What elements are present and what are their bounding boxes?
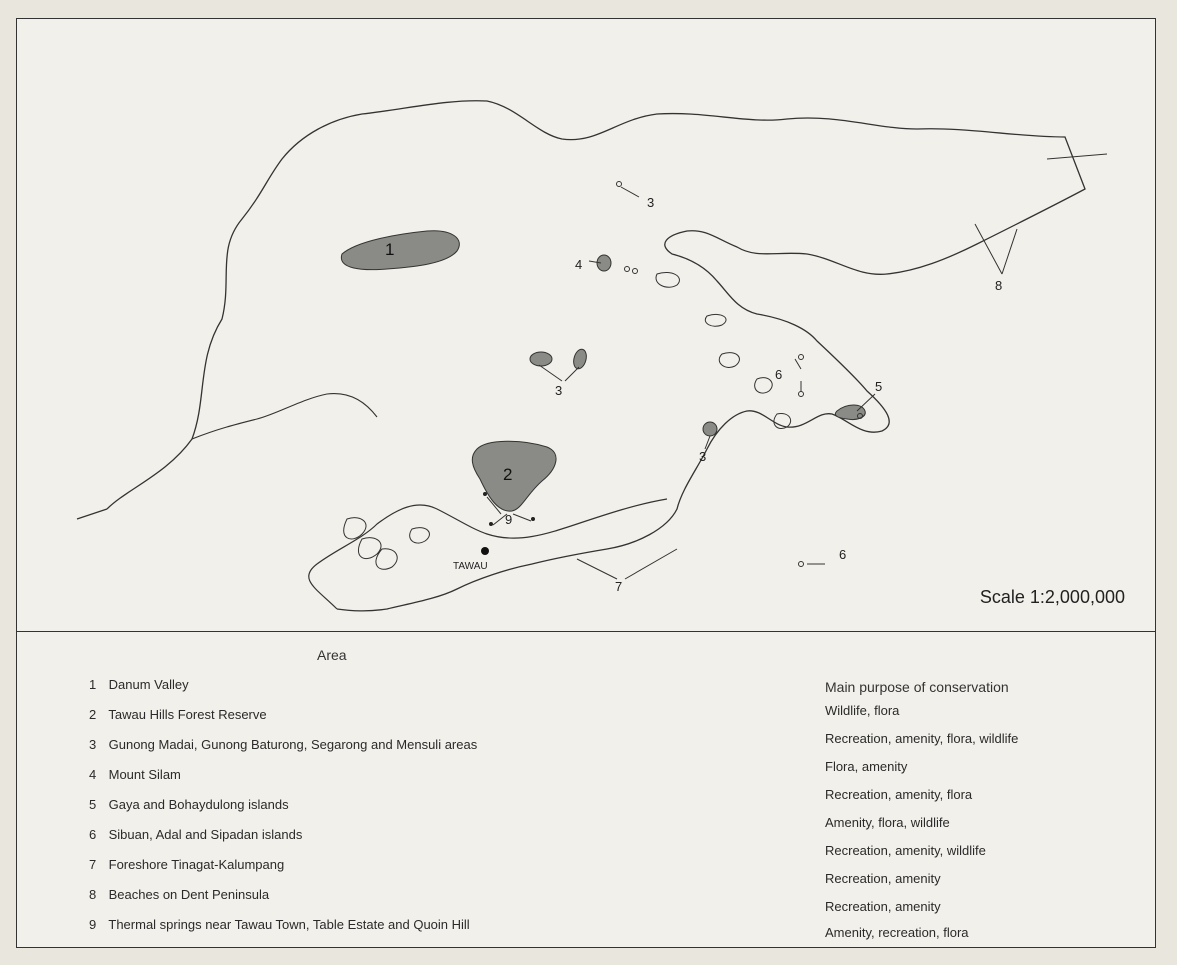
legend-num: 9 xyxy=(89,917,97,932)
map-label-4: 4 xyxy=(575,257,582,272)
leader-lines xyxy=(486,186,876,580)
pointer-8 xyxy=(974,223,1018,275)
map-label-8: 8 xyxy=(995,278,1002,293)
island-circle xyxy=(632,268,638,274)
coastline xyxy=(106,100,1086,612)
area-3b xyxy=(573,348,587,370)
tawau-town-dot xyxy=(481,547,489,555)
legend-row: 2 Tawau Hills Forest Reserve xyxy=(89,707,267,722)
map-label-6: 6 xyxy=(839,547,846,562)
legend-num: 1 xyxy=(89,677,97,692)
area-3c xyxy=(702,421,718,437)
scale-label: Scale 1:2,000,000 xyxy=(979,587,1125,607)
dent-line xyxy=(1046,153,1108,160)
legend-area: Tawau Hills Forest Reserve xyxy=(108,707,267,722)
map-label-1: 1 xyxy=(385,240,394,259)
legend-purpose: Amenity, flora, wildlife xyxy=(825,815,950,830)
island-circle xyxy=(624,266,630,272)
legend-area: Gaya and Bohaydulong islands xyxy=(108,797,289,812)
legend-purpose: Recreation, amenity xyxy=(825,871,941,886)
spring-dot xyxy=(489,522,493,526)
legend-num: 4 xyxy=(89,767,97,782)
legend-purpose: Recreation, amenity xyxy=(825,899,941,914)
legend-row: 3 Gunong Madai, Gunong Baturong, Segaron… xyxy=(89,737,477,752)
legend-num: 7 xyxy=(89,857,97,872)
legend-row: 7 Foreshore Tinagat-Kalumpang xyxy=(89,857,284,872)
legend-num: 8 xyxy=(89,887,97,902)
area-1-danum-valley xyxy=(340,230,460,271)
legend-num: 6 xyxy=(89,827,97,842)
legend-area: Danum Valley xyxy=(108,677,189,692)
area-4-mount-silam xyxy=(596,254,612,272)
spring-dot xyxy=(531,517,535,521)
legend-area: Gunong Madai, Gunong Baturong, Segarong … xyxy=(108,737,478,752)
town-label-tawau: TAWAU xyxy=(453,561,488,572)
island-circle xyxy=(798,354,804,360)
legend-row: 9 Thermal springs near Tawau Town, Table… xyxy=(89,917,470,932)
map-figure: 1 2 3 3 3 4 5 6 6 7 8 9 TAWAU Scale 1:2,… xyxy=(16,18,1156,948)
island-circle xyxy=(616,181,622,187)
legend-purpose: Recreation, amenity, wildlife xyxy=(825,843,986,858)
legend-purpose-header: Main purpose of conservation xyxy=(825,679,1009,695)
legend-divider xyxy=(17,631,1155,632)
legend-area: Mount Silam xyxy=(108,767,181,782)
legend-purpose: Amenity, recreation, flora xyxy=(825,925,969,940)
legend-num: 5 xyxy=(89,797,97,812)
map-label-7: 7 xyxy=(615,579,622,594)
legend-num: 3 xyxy=(89,737,97,752)
map-label-3: 3 xyxy=(647,195,654,210)
legend-purpose: Flora, amenity xyxy=(825,759,908,774)
estuary-islands xyxy=(343,517,430,570)
legend-row: 5 Gaya and Bohaydulong islands xyxy=(89,797,289,812)
map-label-2: 2 xyxy=(503,465,512,484)
river-line xyxy=(191,393,378,440)
legend-row: 6 Sibuan, Adal and Sipadan islands xyxy=(89,827,302,842)
legend-area-header: Area xyxy=(317,647,347,663)
island-circle xyxy=(798,391,804,397)
map-label-3: 3 xyxy=(555,383,562,398)
legend-row: 8 Beaches on Dent Peninsula xyxy=(89,887,269,902)
island-circle xyxy=(857,413,863,419)
area-2-tawau-hills xyxy=(471,440,557,512)
legend-purpose: Wildlife, flora xyxy=(825,703,900,718)
legend-area: Sibuan, Adal and Sipadan islands xyxy=(108,827,303,842)
map: 1 2 3 3 3 4 5 6 6 7 8 9 TAWAU xyxy=(17,19,1155,639)
map-label-9: 9 xyxy=(505,512,512,527)
legend-num: 2 xyxy=(89,707,97,722)
map-label-6: 6 xyxy=(775,367,782,382)
area-3a xyxy=(529,351,553,367)
map-label-3: 3 xyxy=(699,449,706,464)
legend-purpose: Recreation, amenity, flora xyxy=(825,787,973,802)
south-coast xyxy=(76,498,668,610)
spring-dot xyxy=(483,492,487,496)
legend-row: 4 Mount Silam xyxy=(89,767,181,782)
legend-area: Beaches on Dent Peninsula xyxy=(108,887,270,902)
legend-area: Foreshore Tinagat-Kalumpang xyxy=(108,857,285,872)
legend-area: Thermal springs near Tawau Town, Table E… xyxy=(108,917,470,932)
legend-purpose: Recreation, amenity, flora, wildlife xyxy=(825,731,1019,746)
legend-row: 1 Danum Valley xyxy=(89,677,189,692)
map-label-5: 5 xyxy=(875,379,882,394)
coastal-islands xyxy=(655,271,792,429)
map-svg: 1 2 3 3 3 4 5 6 6 7 8 9 TAWAU xyxy=(76,100,1108,612)
island-circle xyxy=(798,561,804,567)
